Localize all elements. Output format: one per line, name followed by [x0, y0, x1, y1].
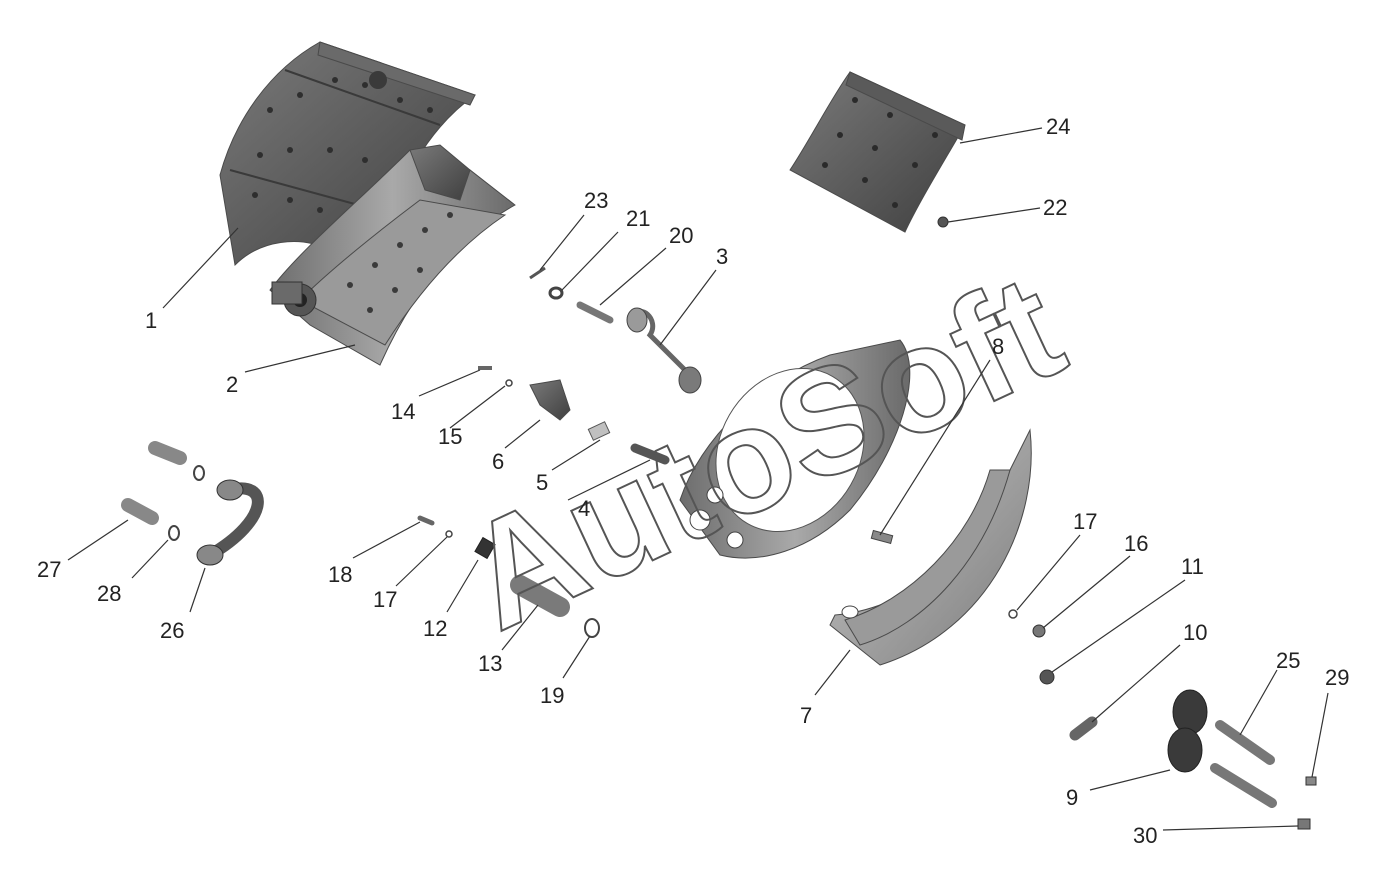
part-23-cotter-pin: [529, 266, 546, 280]
label-18: 18: [328, 562, 352, 587]
label-25: 25: [1276, 648, 1300, 673]
part-4-pin: [630, 443, 670, 465]
label-28: 28: [97, 581, 121, 606]
part-17-washer-left: [445, 530, 453, 538]
part-3-spring: [626, 307, 702, 394]
label-1: 1: [145, 308, 157, 333]
label-15: 15: [438, 424, 462, 449]
label-16: 16: [1124, 531, 1148, 556]
part-22-rivet: [937, 216, 949, 228]
label-3: 3: [716, 244, 728, 269]
part-5-clip: [587, 421, 611, 441]
part-7-dust-shield: [829, 428, 1032, 666]
label-9: 9: [1066, 785, 1078, 810]
part-16-nut: [1032, 624, 1046, 638]
label-17-left: 17: [373, 587, 397, 612]
part-9-seals: [1167, 689, 1208, 773]
label-21: 21: [626, 206, 650, 231]
label-17-right: 17: [1073, 509, 1097, 534]
part-26-lever: [196, 479, 264, 566]
part-25-shafts: [1210, 720, 1277, 808]
part-15-washer: [505, 379, 513, 387]
label-29: 29: [1325, 665, 1349, 690]
part-labels: 1 2 3 4 5 6 7 8 9 10 11 12 13 14 15 16 1…: [37, 114, 1349, 848]
label-22: 22: [1043, 195, 1067, 220]
label-24: 24: [1046, 114, 1070, 139]
part-24-brake-pad: [789, 71, 966, 233]
label-8: 8: [992, 334, 1004, 359]
label-13: 13: [478, 651, 502, 676]
part-29-fitting: [1305, 776, 1317, 786]
part-18-bolt: [417, 515, 435, 526]
label-7: 7: [800, 703, 812, 728]
part-8-brake-carrier: [679, 339, 911, 559]
label-19: 19: [540, 683, 564, 708]
part-6-bracket: [529, 379, 571, 421]
label-23: 23: [584, 188, 608, 213]
watermark-text: AutoSoft: [441, 242, 1086, 662]
leader-lines: [67, 127, 1329, 831]
label-5: 5: [536, 470, 548, 495]
part-27-bolts: [121, 441, 187, 525]
label-11: 11: [1181, 554, 1204, 579]
label-14: 14: [391, 399, 415, 424]
part-21-washer: [548, 286, 564, 300]
part-28-washers: [168, 465, 205, 541]
label-26: 26: [160, 618, 184, 643]
label-30: 30: [1133, 823, 1157, 848]
part-19-ring: [584, 618, 600, 638]
part-13-roller: [510, 575, 570, 617]
label-2: 2: [226, 372, 238, 397]
label-6: 6: [492, 449, 504, 474]
label-4: 4: [578, 496, 590, 521]
label-10: 10: [1183, 620, 1207, 645]
label-20: 20: [669, 223, 693, 248]
part-2-brake-shoe: [269, 144, 516, 366]
label-12: 12: [423, 616, 447, 641]
part-17-washer-right: [1008, 609, 1018, 619]
part-12-plate: [474, 536, 496, 560]
part-30-cap: [1297, 818, 1311, 830]
label-27: 27: [37, 557, 61, 582]
part-11-bushing: [1039, 669, 1055, 685]
part-1-brake-lining: [219, 41, 477, 267]
part-20-pin: [576, 301, 614, 324]
part-10-grease-fitting: [1069, 716, 1098, 741]
